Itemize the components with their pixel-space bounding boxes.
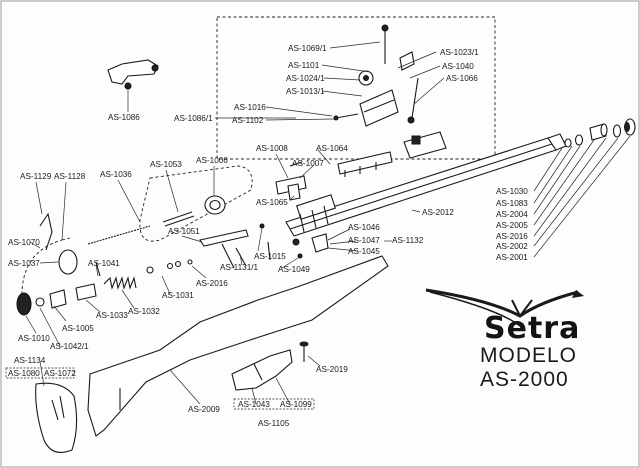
part-label: AS-1099 [280, 400, 312, 409]
part-labels: AS-1069/1 AS-1101 AS-1024/1 AS-1013/1 AS… [8, 44, 528, 428]
screw-part [299, 341, 309, 362]
part-label: AS-1047 [348, 236, 380, 245]
barrel-part [285, 133, 567, 246]
part-label: AS-1128 [54, 172, 86, 181]
part-label: AS-1016 [234, 103, 266, 112]
part-label: AS-1101 [288, 61, 320, 70]
part-label: AS-1064 [316, 144, 348, 153]
cylinder-group-outline [139, 165, 253, 242]
part-label: AS-1032 [128, 307, 160, 316]
part-label: AS-1024/1 [286, 74, 325, 83]
part-label: AS-1065 [256, 198, 288, 207]
stock-part [87, 255, 389, 437]
part-label: AS-1040 [442, 62, 474, 71]
model-code: AS-2000 [480, 368, 569, 391]
part-label: AS-1069/1 [288, 44, 327, 53]
part-label: AS-1066 [446, 74, 478, 83]
part-label: AS-1031 [162, 291, 194, 300]
part-label: AS-2004 [496, 210, 528, 219]
part-label: AS-1072 [44, 369, 76, 378]
part-label: AS-1033 [96, 311, 128, 320]
part-label: AS-1042/1 [50, 342, 89, 351]
front-sight-block [337, 151, 393, 177]
spring-and-seals [103, 259, 193, 290]
part-label: AS-2001 [496, 253, 528, 262]
part-label: AS-2016 [196, 279, 228, 288]
part-label: AS-1037 [8, 259, 40, 268]
part-label: AS-1070 [8, 238, 40, 247]
part-label: AS-1105 [258, 419, 290, 428]
part-label: AS-1083 [496, 199, 528, 208]
part-label: AS-2016 [496, 232, 528, 241]
part-label: AS-1046 [348, 223, 380, 232]
sight-detail-box [216, 16, 496, 160]
part-label: AS-1045 [348, 247, 380, 256]
part-label: AS-1006 [196, 156, 228, 165]
part-label: AS-1005 [62, 324, 94, 333]
label-group-box [233, 398, 315, 410]
brand-name: Setra [484, 311, 580, 346]
rear-sight-assembly [333, 24, 447, 159]
part-label: AS-1049 [278, 265, 310, 274]
part-label: AS-1023/1 [440, 48, 479, 57]
cocking-lever [199, 229, 249, 269]
bolt-parts [275, 161, 307, 201]
part-label: AS-1010 [18, 334, 50, 343]
part-label: AS-1043 [238, 400, 270, 409]
part-label: AS-1053 [150, 160, 182, 169]
piston-group-outline [21, 237, 71, 301]
trigger-guard [231, 349, 293, 391]
part-label: AS-2002 [496, 242, 528, 251]
part-label: AS-1051 [168, 227, 200, 236]
part-label: AS-1129 [20, 172, 52, 181]
part-label: AS-1015 [254, 252, 286, 261]
part-label: AS-1007 [292, 159, 324, 168]
part-label: AS-1086 [108, 113, 140, 122]
leader-lines [25, 41, 631, 405]
part-label: AS-1013/1 [286, 87, 325, 96]
cylinder-parts [87, 195, 226, 245]
part-label: AS-1131/1 [220, 263, 259, 272]
part-label: AS-2019 [316, 365, 348, 374]
muzzle-parts [564, 118, 636, 148]
part-label: AS-1086/1 [174, 114, 213, 123]
model-word: MODELO [480, 344, 577, 367]
part-label: AS-1036 [100, 170, 132, 179]
butt-plate [35, 382, 78, 453]
part-label: AS-1041 [88, 259, 120, 268]
label-group-box [5, 367, 75, 379]
part-label: AS-1008 [256, 144, 288, 153]
part-label: AS-2005 [496, 221, 528, 230]
sight-clip-part [107, 59, 159, 90]
part-label: AS-1080 [8, 369, 40, 378]
part-label: AS-1134 [14, 356, 46, 365]
part-label: AS-1030 [496, 187, 528, 196]
part-label: AS-2009 [188, 405, 220, 414]
part-label: AS-1102 [232, 116, 264, 125]
setra-logo-mark [425, 288, 584, 327]
piston-parts [16, 212, 101, 316]
part-label: AS-2012 [422, 208, 454, 217]
part-label: AS-1132 [392, 236, 424, 245]
